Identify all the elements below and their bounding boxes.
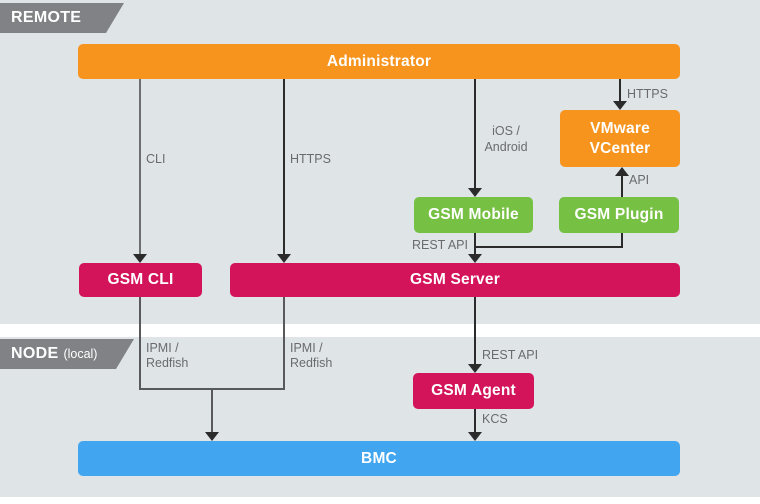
edge-ipmi-left-line	[139, 297, 141, 389]
edge-rest-api-horizontal-line	[474, 246, 623, 248]
edge-label-ipmi-left: IPMI / Redfish	[146, 341, 189, 370]
vmware-vcenter-node: VMware VCenter	[560, 110, 680, 167]
edge-label-ios-android: iOS / Android	[484, 124, 528, 154]
section-divider	[0, 324, 760, 337]
gsm-plugin-node: GSM Plugin	[559, 197, 679, 233]
edge-label-kcs: KCS	[482, 412, 508, 426]
arrowhead-down-gsm-cli	[133, 254, 147, 263]
edge-mobile-down-line	[474, 233, 476, 254]
node-section-label: NODE	[11, 345, 59, 362]
edge-kcs-line	[474, 409, 476, 432]
arrowhead-down-bmc-kcs	[468, 432, 482, 441]
arrowhead-down-gsm-server-rest	[468, 254, 482, 263]
edge-api-line	[621, 176, 623, 197]
edge-label-api: API	[629, 173, 650, 187]
edge-rest-api-agent-line	[474, 297, 476, 364]
arrowhead-down-bmc-ipmi	[205, 432, 219, 441]
administrator-node: Administrator	[78, 44, 680, 79]
gsm-cli-node: GSM CLI	[79, 263, 202, 297]
edge-cli-line	[139, 79, 141, 254]
remote-section-tag: REMOTE	[0, 3, 124, 33]
node-section-sublabel: (local)	[63, 347, 98, 361]
edge-https-server-line	[283, 79, 285, 254]
arrowhead-down-gsm-mobile	[468, 188, 482, 197]
edge-ios-android-line	[474, 79, 476, 188]
edge-ipmi-right-line	[283, 297, 285, 389]
edge-label-rest-api-agent: REST API	[482, 348, 539, 362]
arrowhead-down-gsm-agent	[468, 364, 482, 373]
node-section-tag: NODE (local)	[0, 339, 134, 369]
remote-section-label: REMOTE	[11, 9, 82, 26]
gsm-mobile-node: GSM Mobile	[414, 197, 533, 233]
edge-https-vcenter-line	[619, 79, 621, 102]
gsm-agent-node: GSM Agent	[413, 373, 534, 409]
edge-label-rest-api-server: REST API	[411, 238, 468, 252]
arrowhead-up-vcenter	[615, 167, 629, 176]
edge-label-https-vcenter: HTTPS	[627, 87, 668, 101]
edge-label-ipmi-right: IPMI / Redfish	[290, 341, 333, 370]
edge-label-cli: CLI	[146, 152, 166, 166]
gsm-server-node: GSM Server	[230, 263, 680, 297]
bmc-node: BMC	[78, 441, 680, 476]
edge-plugin-down-line	[621, 233, 623, 248]
edge-ipmi-join-line	[139, 388, 285, 390]
edge-label-https-server: HTTPS	[290, 152, 331, 166]
bottom-divider	[0, 497, 760, 504]
edge-ipmi-bmc-line	[211, 390, 213, 432]
arrowhead-down-gsm-server	[277, 254, 291, 263]
arrowhead-down-vcenter	[613, 101, 627, 110]
